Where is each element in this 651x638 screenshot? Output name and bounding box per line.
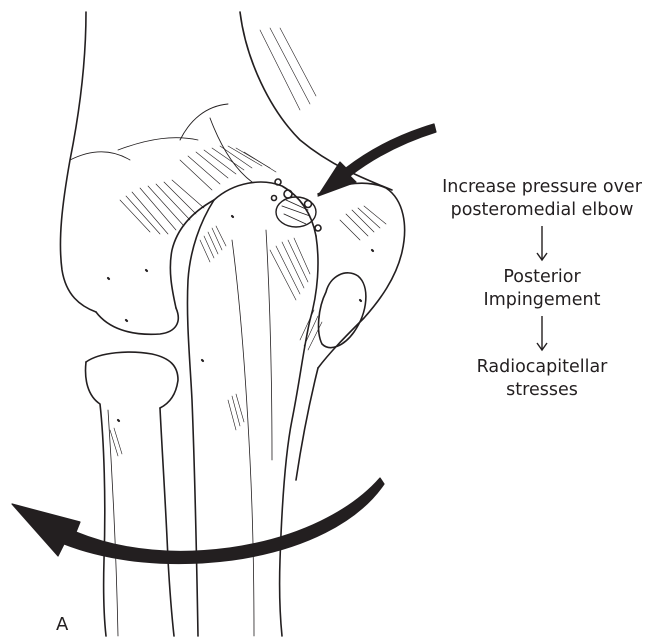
pathomechanics-flow: Increase pressure over posteromedial elb… bbox=[428, 176, 651, 402]
flow-step-pressure-line1: Increase pressure over bbox=[428, 176, 651, 199]
flow-step-stress-line2: stresses bbox=[428, 379, 651, 402]
panel-label: A bbox=[56, 614, 68, 635]
flow-step-impingement-line2: Impingement bbox=[428, 289, 651, 312]
down-arrow-icon bbox=[535, 316, 549, 352]
down-arrow-icon bbox=[535, 226, 549, 262]
bone-hatching bbox=[110, 28, 386, 456]
rotation-arrow-icon bbox=[12, 478, 384, 563]
flow-step-pressure-line2: posteromedial elbow bbox=[428, 199, 651, 222]
flow-step-stress-line1: Radiocapitellar bbox=[428, 356, 651, 379]
flow-step-impingement-line1: Posterior bbox=[428, 266, 651, 289]
ulna-bone bbox=[187, 182, 318, 636]
lateral-condyle bbox=[296, 183, 405, 480]
radius-bone bbox=[86, 352, 178, 636]
impingement-lesion bbox=[272, 179, 322, 231]
